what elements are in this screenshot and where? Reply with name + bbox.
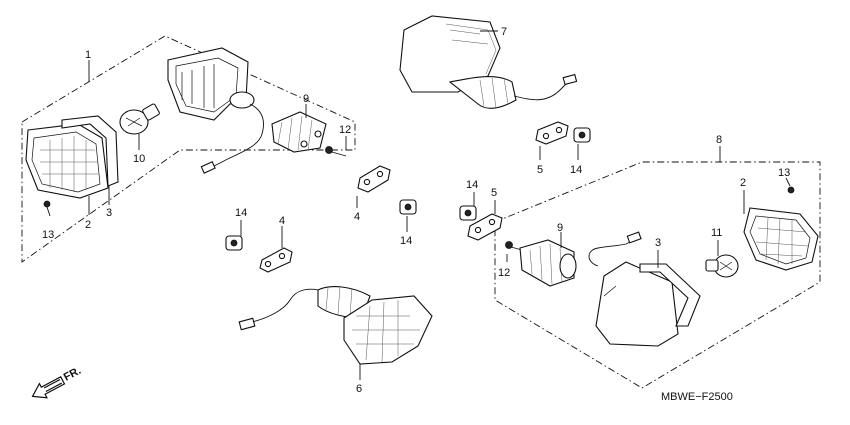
nut-14-upper — [573, 127, 591, 143]
screw-13-left — [43, 200, 51, 217]
gasket-right — [639, 263, 701, 327]
rubber-washer-4-lower — [259, 247, 293, 273]
callout-12-left: 12 — [339, 124, 351, 136]
callout-14-center: 14 — [400, 235, 412, 247]
callout-8: 8 — [716, 134, 722, 146]
rubber-washer-5-upper — [535, 121, 569, 145]
rubber-washer-5-lower — [467, 213, 503, 241]
screw-12-left — [325, 146, 347, 157]
callout-6: 6 — [356, 383, 362, 395]
callout-10: 10 — [133, 153, 145, 165]
nut-14-right — [459, 205, 477, 221]
callout-2-right: 2 — [740, 177, 746, 189]
callout-3-left: 3 — [106, 207, 112, 219]
screw-12-right — [505, 241, 523, 251]
callout-3-right: 3 — [655, 237, 661, 249]
callout-14-lower: 14 — [235, 207, 247, 219]
forward-arrow-icon — [31, 376, 66, 399]
direction-label: FR. — [62, 365, 83, 384]
nut-14-center — [399, 199, 417, 215]
callout-12-right: 12 — [498, 267, 510, 279]
callout-labels: 1 2 3 10 9 12 13 4 14 14 4 7 5 14 8 14 5… — [42, 26, 790, 395]
nut-14-lower — [225, 235, 243, 251]
housing-right — [588, 231, 679, 347]
callout-9-left: 9 — [303, 93, 309, 105]
turn-signal-6 — [238, 285, 433, 365]
callout-5-lower: 5 — [491, 187, 497, 199]
callout-9-right: 9 — [557, 222, 563, 234]
callout-4-upper: 4 — [354, 211, 360, 223]
callout-11: 11 — [711, 227, 722, 239]
callout-5-upper: 5 — [537, 164, 543, 176]
rubber-washer-4-upper — [357, 165, 391, 193]
leader-lines — [88, 30, 791, 380]
callout-13-left: 13 — [42, 229, 54, 241]
screw-13-right — [787, 186, 795, 194]
lens-left — [25, 123, 109, 199]
lens-right — [743, 207, 819, 271]
callout-7: 7 — [501, 26, 507, 38]
callout-13-right: 13 — [778, 167, 790, 179]
callout-14-right: 14 — [466, 179, 478, 191]
callout-14-upper: 14 — [570, 164, 582, 176]
callout-2-left: 2 — [85, 219, 91, 231]
turn-signal-7 — [399, 15, 578, 109]
socket-right — [519, 239, 577, 287]
diagram-code: MBWE−F2500 — [661, 391, 733, 403]
gasket-left — [61, 115, 119, 187]
bulb-11 — [705, 254, 739, 278]
socket-left — [271, 111, 327, 153]
callout-1: 1 — [85, 49, 91, 61]
assembly-box-left — [21, 35, 356, 263]
callout-4-lower: 4 — [279, 215, 285, 227]
bulb-10 — [119, 103, 160, 135]
housing-left — [167, 47, 264, 174]
